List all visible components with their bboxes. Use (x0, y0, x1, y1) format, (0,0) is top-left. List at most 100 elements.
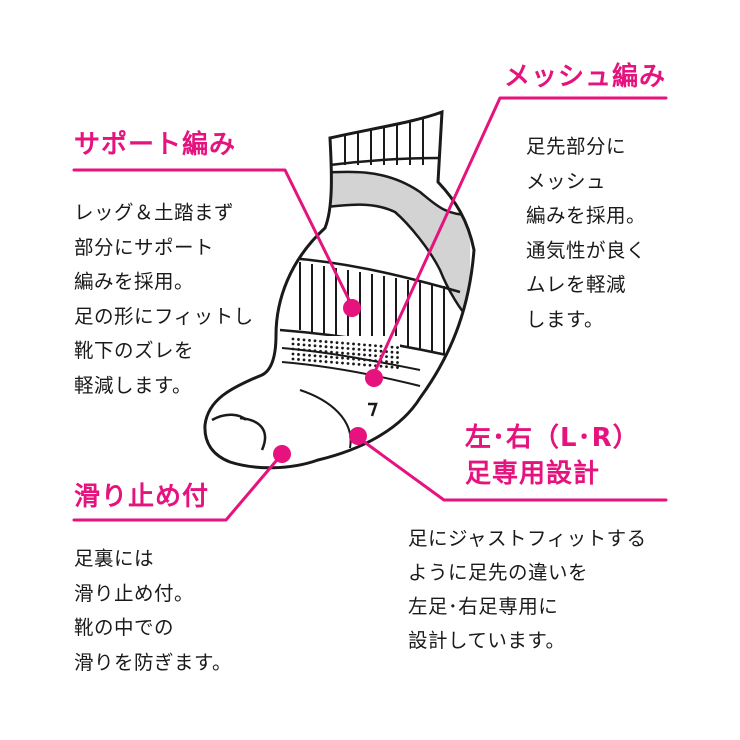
mesh-dot (390, 350, 394, 354)
mesh-dot (352, 347, 355, 351)
mesh-dot (396, 361, 399, 364)
mesh-dot (313, 339, 317, 343)
mesh-dot (319, 339, 322, 343)
mesh-dot (363, 363, 366, 367)
left-right-design-description: 足にジャストフィットする ように足先の違いを 左足･右足専用に 設計しています。 (408, 527, 647, 652)
mesh-dot (390, 345, 394, 349)
marker-slip (273, 445, 291, 463)
mesh-dot (341, 361, 344, 365)
mesh-dot (352, 362, 355, 366)
mesh-dot (319, 354, 322, 358)
mesh-dot (352, 342, 355, 346)
mesh-dot (352, 352, 355, 356)
mesh-dot (324, 355, 328, 359)
marker-support (343, 299, 361, 317)
mesh-dot (302, 338, 306, 342)
mesh-dot (291, 342, 295, 346)
mesh-dot (313, 344, 317, 348)
mesh-dot (379, 364, 383, 368)
mesh-knit-description: 足先部分に メッシュ 編みを採用。 通気性が良く ムレを軽減 します。 (526, 135, 647, 331)
leader-lines (72, 96, 668, 522)
mesh-dot (308, 338, 311, 342)
mesh-dot (363, 348, 366, 352)
mesh-dot (330, 355, 333, 359)
mesh-dot (308, 353, 311, 357)
mesh-dot (396, 346, 399, 349)
support-knit-description: レッグ＆土踏まず 部分にサポート 編みを採用。 足の形にフィットし 靴下のズレを… (74, 201, 254, 397)
mesh-dot (390, 360, 394, 364)
mesh-dot (341, 341, 344, 345)
anti-slip-title: 滑り止め付 (74, 482, 210, 512)
mesh-dot (385, 365, 388, 369)
mesh-dot (368, 353, 372, 357)
mesh-dot (291, 352, 295, 356)
mesh-dot (396, 351, 399, 354)
mesh-dot (297, 338, 300, 341)
support-knit-title: サポート編み (74, 130, 237, 160)
mesh-dot (302, 353, 306, 357)
mesh-dot (335, 346, 339, 349)
mesh-dot (319, 344, 322, 348)
mesh-dot (396, 366, 399, 369)
mesh-dot (346, 362, 350, 365)
mesh-dot (357, 363, 361, 366)
mesh-dot (313, 359, 317, 363)
mesh-dot (324, 340, 328, 344)
mesh-dot (390, 365, 394, 369)
mesh-dot (330, 345, 333, 349)
mesh-dot (363, 343, 366, 347)
mesh-dot (335, 341, 339, 344)
mesh-dot (385, 355, 388, 359)
mesh-dot (335, 356, 339, 359)
mesh-dot (357, 348, 361, 351)
mesh-dot (324, 345, 328, 349)
mesh-dot (390, 355, 394, 359)
mesh-dot (335, 351, 339, 354)
mesh-dot (379, 349, 383, 353)
leader-slip (72, 452, 284, 522)
mesh-dot (302, 343, 306, 347)
mesh-dot (341, 351, 344, 355)
leader-support (72, 168, 354, 308)
left-mark-icon (368, 402, 378, 417)
mesh-knit-title: メッシュ編み (503, 62, 666, 92)
mesh-dot (357, 343, 361, 346)
mesh-dot (346, 342, 350, 345)
mesh-dot (330, 360, 333, 364)
mesh-dot (346, 347, 350, 350)
mesh-dot (346, 357, 350, 360)
mesh-dot (324, 360, 328, 364)
mesh-dot (368, 343, 372, 347)
marker-lr (349, 427, 367, 445)
mesh-dot (341, 356, 344, 360)
markers (273, 299, 383, 463)
anti-slip-description: 足裏には 滑り止め付。 靴の中での 滑りを防ぎます。 (74, 547, 233, 674)
mesh-dot (308, 343, 311, 347)
mesh-dot (357, 353, 361, 356)
mesh-dot (374, 344, 377, 348)
mesh-dot (341, 346, 344, 350)
mesh-dot (313, 354, 317, 358)
left-right-design-title: 左･右（L･R） 足専用設計 (465, 423, 640, 489)
mesh-dot (291, 357, 295, 361)
mesh-dot (308, 358, 311, 362)
mesh-dot (363, 353, 366, 357)
leader-mesh (370, 96, 668, 380)
mesh-dot (346, 352, 350, 355)
mesh-dot (291, 337, 295, 341)
mesh-dot (396, 356, 399, 359)
mesh-dot (379, 344, 383, 348)
leader-lr (354, 434, 668, 502)
mesh-dot (297, 353, 300, 356)
mesh-dot (374, 349, 377, 353)
mesh-dot (368, 363, 372, 367)
mesh-dot (330, 340, 333, 344)
mesh-band (300, 171, 470, 320)
mesh-dot (335, 361, 339, 364)
marker-mesh (365, 369, 383, 387)
mesh-dot (374, 354, 377, 358)
mesh-dot (297, 358, 300, 361)
mesh-dot (297, 343, 300, 346)
